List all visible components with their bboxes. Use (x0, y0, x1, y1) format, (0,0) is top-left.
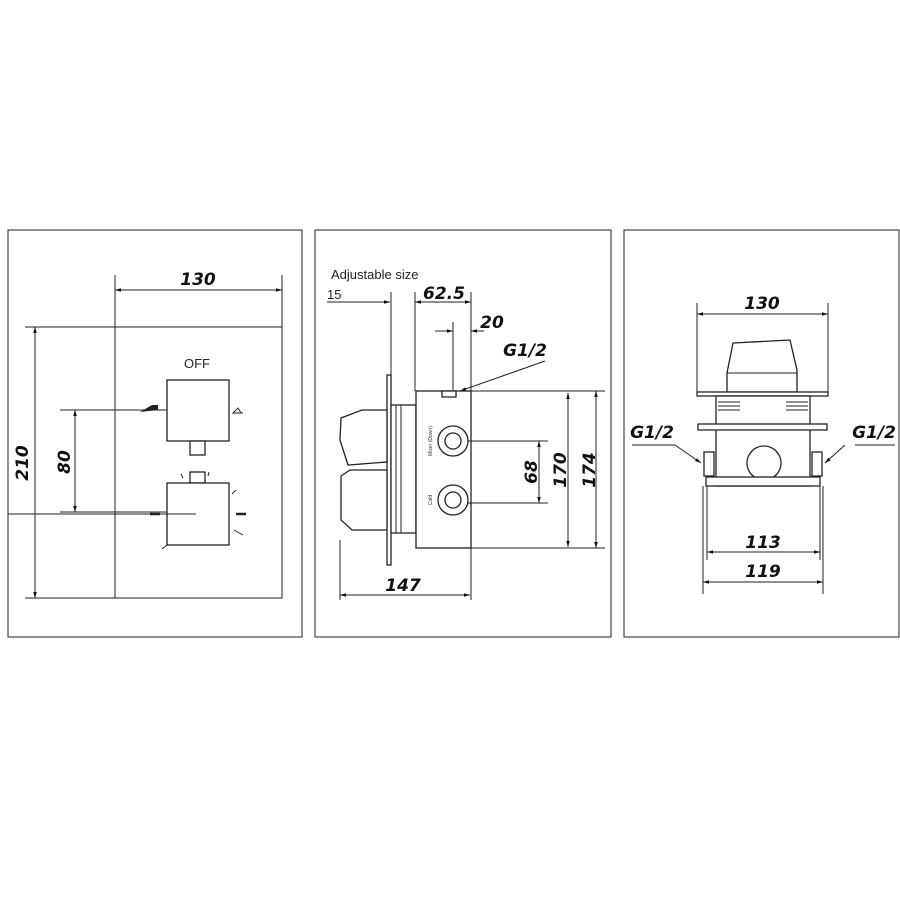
total-height-dimension: 174 (580, 452, 600, 488)
right-inlet (811, 451, 823, 477)
body-height-dimension: 170 (551, 452, 571, 488)
off-label: OFF (184, 356, 210, 371)
outlet-port (746, 445, 782, 481)
depth-dimension: 147 (385, 576, 421, 596)
top-width-dimension: 130 (744, 294, 780, 314)
cover-plate (114, 326, 283, 599)
adjust-min-dimension: 15 (327, 287, 341, 302)
adjustable-size-label: Adjustable size (331, 267, 418, 282)
flow-handle (339, 409, 388, 466)
thread-label: G1/2 (503, 341, 547, 361)
spacing-dimension: 80 (55, 450, 75, 474)
flow-control-knob (166, 379, 230, 442)
inner-width-dimension: 113 (745, 533, 781, 553)
height-dimension: 210 (13, 445, 33, 481)
port-spacing-dimension: 68 (522, 460, 542, 484)
upper-port-label: Mixer (Down) (428, 426, 434, 456)
lower-port-label: Cold (428, 495, 434, 506)
left-thread-label: G1/2 (630, 423, 674, 443)
collar (390, 404, 417, 534)
panel-frame (7, 229, 303, 638)
width-dimension: 130 (180, 270, 216, 290)
temperature-handle (340, 469, 388, 531)
adjust-max-dimension: 62.5 (423, 284, 465, 304)
shower-icon (140, 405, 158, 412)
side-view-panel: Adjustable size 15 62.5 20 G1/2 Mixer (D… (314, 229, 612, 638)
knob-stem (189, 471, 206, 484)
knob-stem (189, 440, 206, 456)
front-view-panel: 130 210 80 OFF (7, 229, 303, 638)
top-view-panel: 130 G1/2 G1/2 113 119 (623, 229, 900, 638)
lower-port (437, 484, 469, 516)
valve-body (415, 390, 472, 549)
outer-width-dimension: 119 (745, 562, 781, 582)
panel-frame (314, 229, 612, 638)
port-offset-dimension: 20 (480, 313, 504, 333)
flange (697, 423, 828, 431)
tap-icon (231, 407, 243, 414)
panel-frame (623, 229, 900, 638)
right-thread-label: G1/2 (852, 423, 896, 443)
upper-port (437, 425, 469, 457)
handle (726, 339, 798, 393)
left-inlet (703, 451, 715, 477)
